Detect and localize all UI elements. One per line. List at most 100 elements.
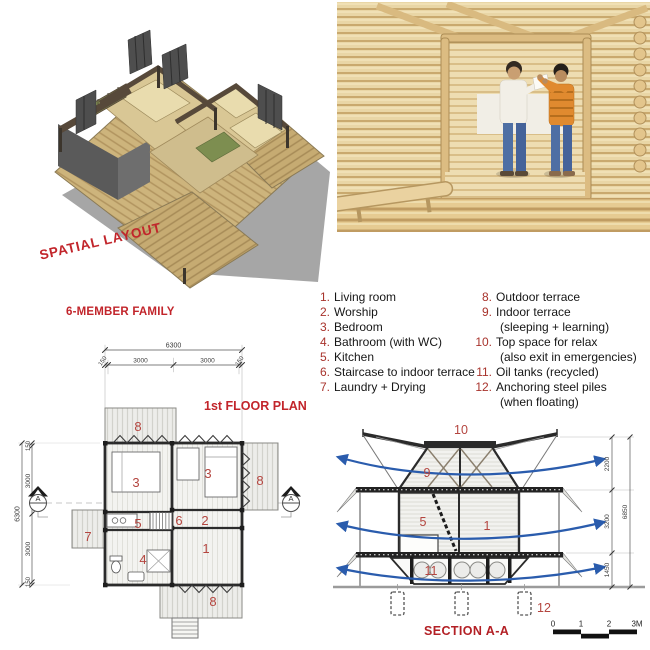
dim-seg: 2200 xyxy=(604,456,611,471)
dim-seg: 1450 xyxy=(604,562,611,577)
bathroom-fixtures xyxy=(109,549,171,582)
room-label-terrace-top: 8 xyxy=(134,419,141,434)
legend-item-11: 11.Oil tanks (recycled) xyxy=(476,365,599,379)
room-label-laundry: 7 xyxy=(84,529,91,544)
airflow-arrows xyxy=(335,453,607,582)
bed-c xyxy=(229,112,283,149)
scale-bar: 0 1 2 3M xyxy=(551,620,643,639)
dim-seg: 3000 xyxy=(133,358,148,365)
room-label-staircase: 6 xyxy=(175,513,182,528)
slat-fin-4 xyxy=(75,89,97,135)
person-right xyxy=(537,63,575,176)
legend-item-9: 9.Indoor terrace xyxy=(481,305,571,319)
section-labels: 10 9 5 1 11 12 xyxy=(420,423,551,615)
bottom-deck xyxy=(117,191,259,289)
plan-room-labels: 8 3 3 8 7 5 6 2 1 4 8 xyxy=(84,419,263,609)
bedroom-left-bed xyxy=(111,451,161,493)
dim-seg: 150 xyxy=(235,355,246,367)
legend-right-column: 8.Outdoor terrace 9.Indoor terrace (slee… xyxy=(472,290,636,410)
section-marker-letter: A xyxy=(35,494,40,503)
section-marker-letter: A xyxy=(288,494,293,503)
log-structure-photo xyxy=(337,2,650,232)
dim-seg: 3000 xyxy=(25,473,32,488)
section-label-steel-piles: 12 xyxy=(537,601,551,615)
log-corner-posts xyxy=(103,441,245,588)
section-label-living: 1 xyxy=(484,519,491,533)
section-marker-right: A xyxy=(281,486,301,518)
slat-fin-2 xyxy=(161,43,189,90)
section-label-top-space: 10 xyxy=(454,423,468,437)
plan-entry-stairs xyxy=(171,617,199,639)
floor-plan-group: 6300 150 3000 3000 150 6300 150 xyxy=(15,343,301,639)
dim-seg: 150 xyxy=(26,576,32,587)
section-group: 2200 3200 1450 6850 10 9 5 1 11 12 0 1 2… xyxy=(333,423,645,639)
scale-tick-1: 1 xyxy=(579,620,584,629)
legend-item-1: 1.Living room xyxy=(319,290,397,304)
door-lintel xyxy=(440,33,592,43)
legend-item-10: 10.Top space for relax xyxy=(475,335,598,349)
section-title: SECTION A-A xyxy=(424,624,510,638)
scale-tick-2: 2 xyxy=(607,620,612,629)
scale-tick-3m: 3M xyxy=(631,620,642,629)
legend-item-6: 6.Staircase to indoor terrace xyxy=(319,365,475,379)
laundry-deck xyxy=(71,509,106,549)
dim-seg: 3200 xyxy=(604,514,611,529)
legend-item-4: 4.Bathroom (with WC) xyxy=(319,335,443,349)
section-label-oil-tanks: 11 xyxy=(425,564,438,578)
dim-seg: 3000 xyxy=(200,358,215,365)
kitchen-counter xyxy=(106,513,138,528)
dim-seg: 3000 xyxy=(25,541,32,556)
section-label-kitchen: 5 xyxy=(420,515,427,529)
ceiling-beam xyxy=(565,4,649,42)
folding-door-symbols xyxy=(112,434,251,594)
upper-slab xyxy=(336,487,583,513)
left-roof-panel-2 xyxy=(118,140,150,200)
legend-item-2: 2.Worship xyxy=(319,305,378,319)
room-label-kitchen: 5 xyxy=(134,516,141,531)
airflow-arrow-bottom xyxy=(335,562,607,582)
section-marker-left: A xyxy=(28,486,48,518)
green-panel xyxy=(195,131,241,163)
scale-tick-0: 0 xyxy=(551,620,556,629)
room-label-bathroom: 4 xyxy=(139,552,146,567)
slat-fin-3 xyxy=(257,83,283,131)
family-title: 6-MEMBER FAMILY xyxy=(66,306,175,318)
legend-left-column: 1.Living room 2.Worship 3.Bedroom 4.Bath… xyxy=(319,290,475,395)
dim-total-right: 6850 xyxy=(622,504,629,519)
section-staircase xyxy=(431,493,458,552)
section-attic xyxy=(396,445,522,491)
inner-floor xyxy=(445,172,585,200)
bedroom-right-beds xyxy=(176,446,238,498)
room-label-bedroom-left: 3 xyxy=(132,475,139,490)
room-label-worship: 2 xyxy=(201,513,208,528)
legend-item-3: 3.Bedroom xyxy=(319,320,383,334)
house-render xyxy=(54,29,330,289)
room-label-terrace-right: 8 xyxy=(256,473,263,488)
section-label-indoor-terrace: 9 xyxy=(424,466,431,480)
dim-chain-top: 6300 150 3000 3000 150 xyxy=(98,343,246,446)
room-label-terrace-bottom: 8 xyxy=(209,594,216,609)
legend-item-5: 5.Kitchen xyxy=(319,350,375,364)
log-ends xyxy=(633,15,647,173)
legend-item-8: 8.Outdoor terrace xyxy=(481,290,581,304)
legend-item-12: 12.Anchoring steel piles xyxy=(475,380,607,394)
airflow-arrow-middle xyxy=(335,518,607,540)
dim-total-top: 6300 xyxy=(166,343,182,350)
model-photo xyxy=(337,2,650,232)
dim-seg: 150 xyxy=(26,440,32,451)
plan-staircase xyxy=(149,512,173,530)
bed-a xyxy=(121,79,191,123)
floor-plan-title: 1st FLOOR PLAN xyxy=(204,399,307,413)
terrace-right xyxy=(241,442,279,511)
foreground-log-bench xyxy=(337,181,454,223)
dim-chain-right: 2200 3200 1450 6850 xyxy=(560,434,634,590)
airflow-arrow-top xyxy=(335,453,607,476)
anchoring-piles xyxy=(390,584,532,616)
dim-total-left: 6300 xyxy=(15,506,22,522)
legend-item-12-sub: (when floating) xyxy=(500,395,579,409)
dim-seg: 150 xyxy=(98,355,109,367)
person-left xyxy=(499,61,550,176)
room-label-living: 1 xyxy=(202,541,209,556)
